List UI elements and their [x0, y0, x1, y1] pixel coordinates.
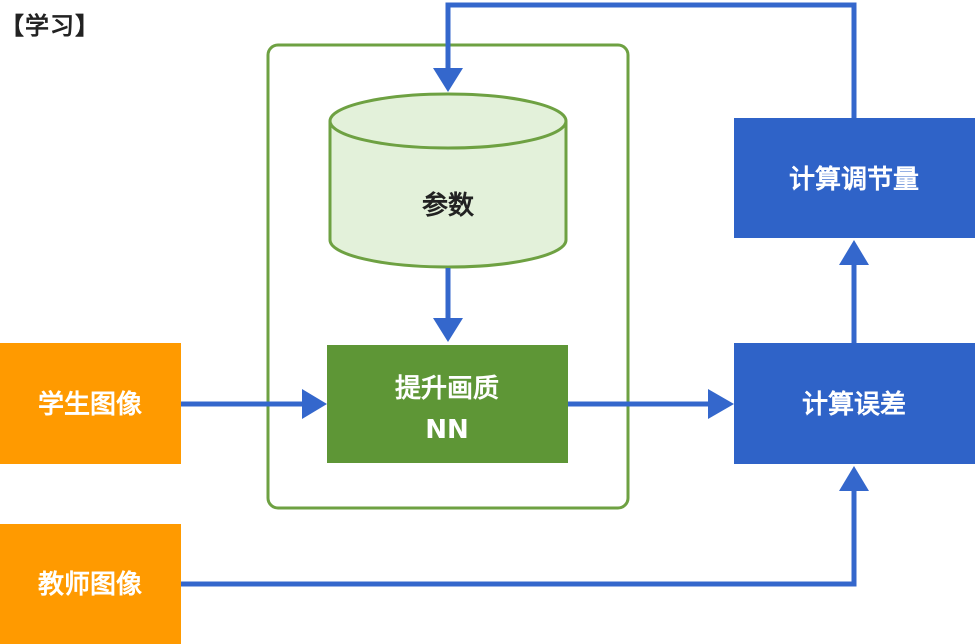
arrowhead-student-to-nn [302, 389, 327, 419]
student-image-label: 学生图像 [38, 389, 143, 420]
enhance-nn-label-line1: 提升画质 [395, 374, 499, 404]
teacher-image-label: 教师图像 [38, 570, 143, 600]
arrowhead-parameters-to-nn [433, 318, 463, 342]
arrowhead-adjustment-to-parameters [433, 68, 463, 92]
teacher-image-box: 教师图像 [0, 524, 181, 644]
diagram-title: 【学习】 [0, 12, 100, 40]
compute-error-box: 计算误差 [734, 343, 975, 464]
parameters-label: 参数 [422, 190, 475, 221]
student-image-box: 学生图像 [0, 343, 181, 464]
arrow-adjustment-to-parameters [445, 2, 857, 118]
compute-adjustment-box: 计算调节量 [734, 118, 975, 238]
arrow-teacher-to-error [181, 486, 857, 587]
arrowhead-teacher-to-error [839, 466, 869, 491]
enhance-nn-box: 提升画质 NN [327, 345, 568, 463]
compute-error-label: 计算误差 [802, 389, 906, 420]
arrowhead-error-to-adjustment [839, 240, 869, 265]
compute-adjustment-label: 计算调节量 [789, 164, 919, 195]
parameters-cylinder: 参数 [328, 92, 568, 269]
arrowhead-nn-to-error [708, 389, 734, 419]
enhance-nn-label-line2: NN [425, 415, 469, 445]
